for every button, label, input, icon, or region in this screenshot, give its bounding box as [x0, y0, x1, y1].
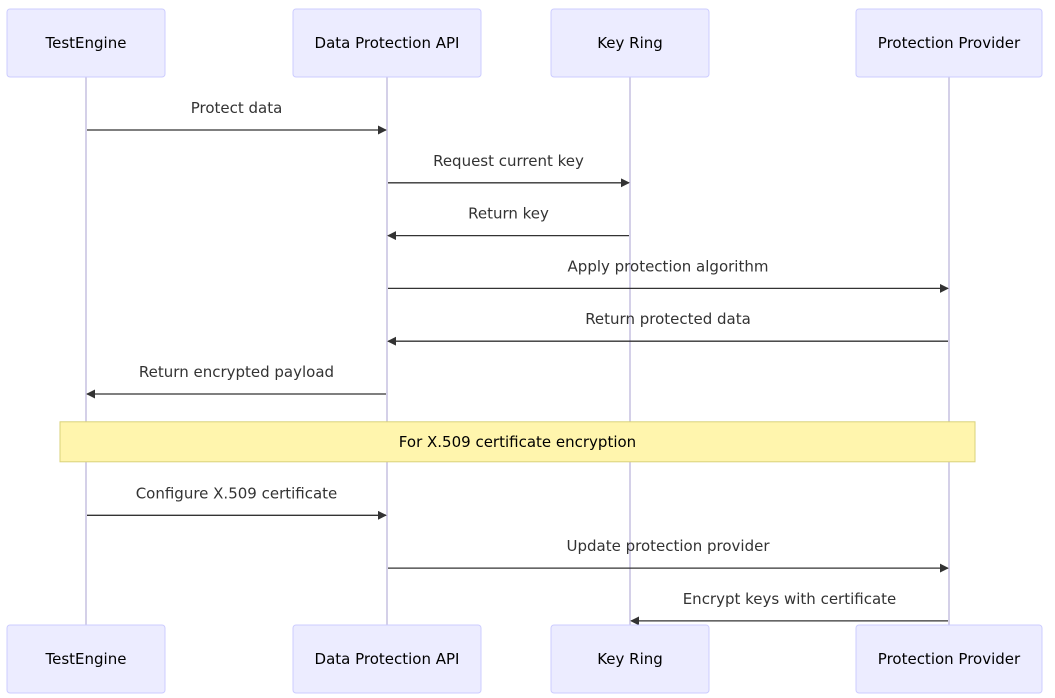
- participant-box: [6, 8, 166, 78]
- participant-box: [855, 624, 1043, 694]
- participant-bottom-te: TestEngine: [6, 624, 166, 694]
- participant-top-dp: Data Protection API: [292, 8, 482, 78]
- message-3: Apply protection algorithm: [388, 257, 949, 293]
- message-4: Return protected data: [387, 310, 948, 346]
- message-label: Request current key: [433, 152, 584, 170]
- participant-top-pp: Protection Provider: [855, 8, 1043, 78]
- participant-label: TestEngine: [45, 34, 127, 52]
- message-label: Protect data: [191, 99, 283, 117]
- participant-top-kr: Key Ring: [550, 8, 710, 78]
- participant-label: TestEngine: [45, 650, 127, 668]
- participant-bottom-dp: Data Protection API: [292, 624, 482, 694]
- message-0: Protect data: [87, 99, 387, 135]
- participant-label: Key Ring: [597, 650, 663, 668]
- note-6: For X.509 certificate encryption: [59, 421, 976, 463]
- message-label: Return protected data: [585, 310, 751, 328]
- participant-bottom-pp: Protection Provider: [855, 624, 1043, 694]
- message-7: Configure X.509 certificate: [87, 484, 387, 520]
- message-label: Return encrypted payload: [139, 363, 334, 381]
- message-9: Encrypt keys with certificate: [630, 590, 948, 626]
- participant-box: [292, 624, 482, 694]
- message-5: Return encrypted payload: [86, 363, 386, 399]
- message-8: Update protection provider: [388, 537, 949, 573]
- message-label: Configure X.509 certificate: [136, 484, 338, 502]
- participant-label: Key Ring: [597, 34, 663, 52]
- message-label: Return key: [468, 205, 549, 223]
- participant-box: [550, 8, 710, 78]
- message-label: Apply protection algorithm: [568, 257, 769, 275]
- note-box: [59, 421, 976, 463]
- participant-label: Protection Provider: [878, 650, 1021, 668]
- message-label: Encrypt keys with certificate: [683, 590, 897, 608]
- participant-top-te: TestEngine: [6, 8, 166, 78]
- message-label: Update protection provider: [567, 537, 771, 555]
- participant-box: [6, 624, 166, 694]
- participant-bottom-kr: Key Ring: [550, 624, 710, 694]
- message-1: Request current key: [388, 152, 630, 188]
- message-2: Return key: [387, 205, 629, 241]
- participant-label: Data Protection API: [315, 34, 460, 52]
- participant-box: [855, 8, 1043, 78]
- participant-label: Protection Provider: [878, 34, 1021, 52]
- participant-label: Data Protection API: [315, 650, 460, 668]
- lifelines: [85, 77, 950, 625]
- participant-box: [550, 624, 710, 694]
- note-label: For X.509 certificate encryption: [399, 433, 636, 451]
- participant-box: [292, 8, 482, 78]
